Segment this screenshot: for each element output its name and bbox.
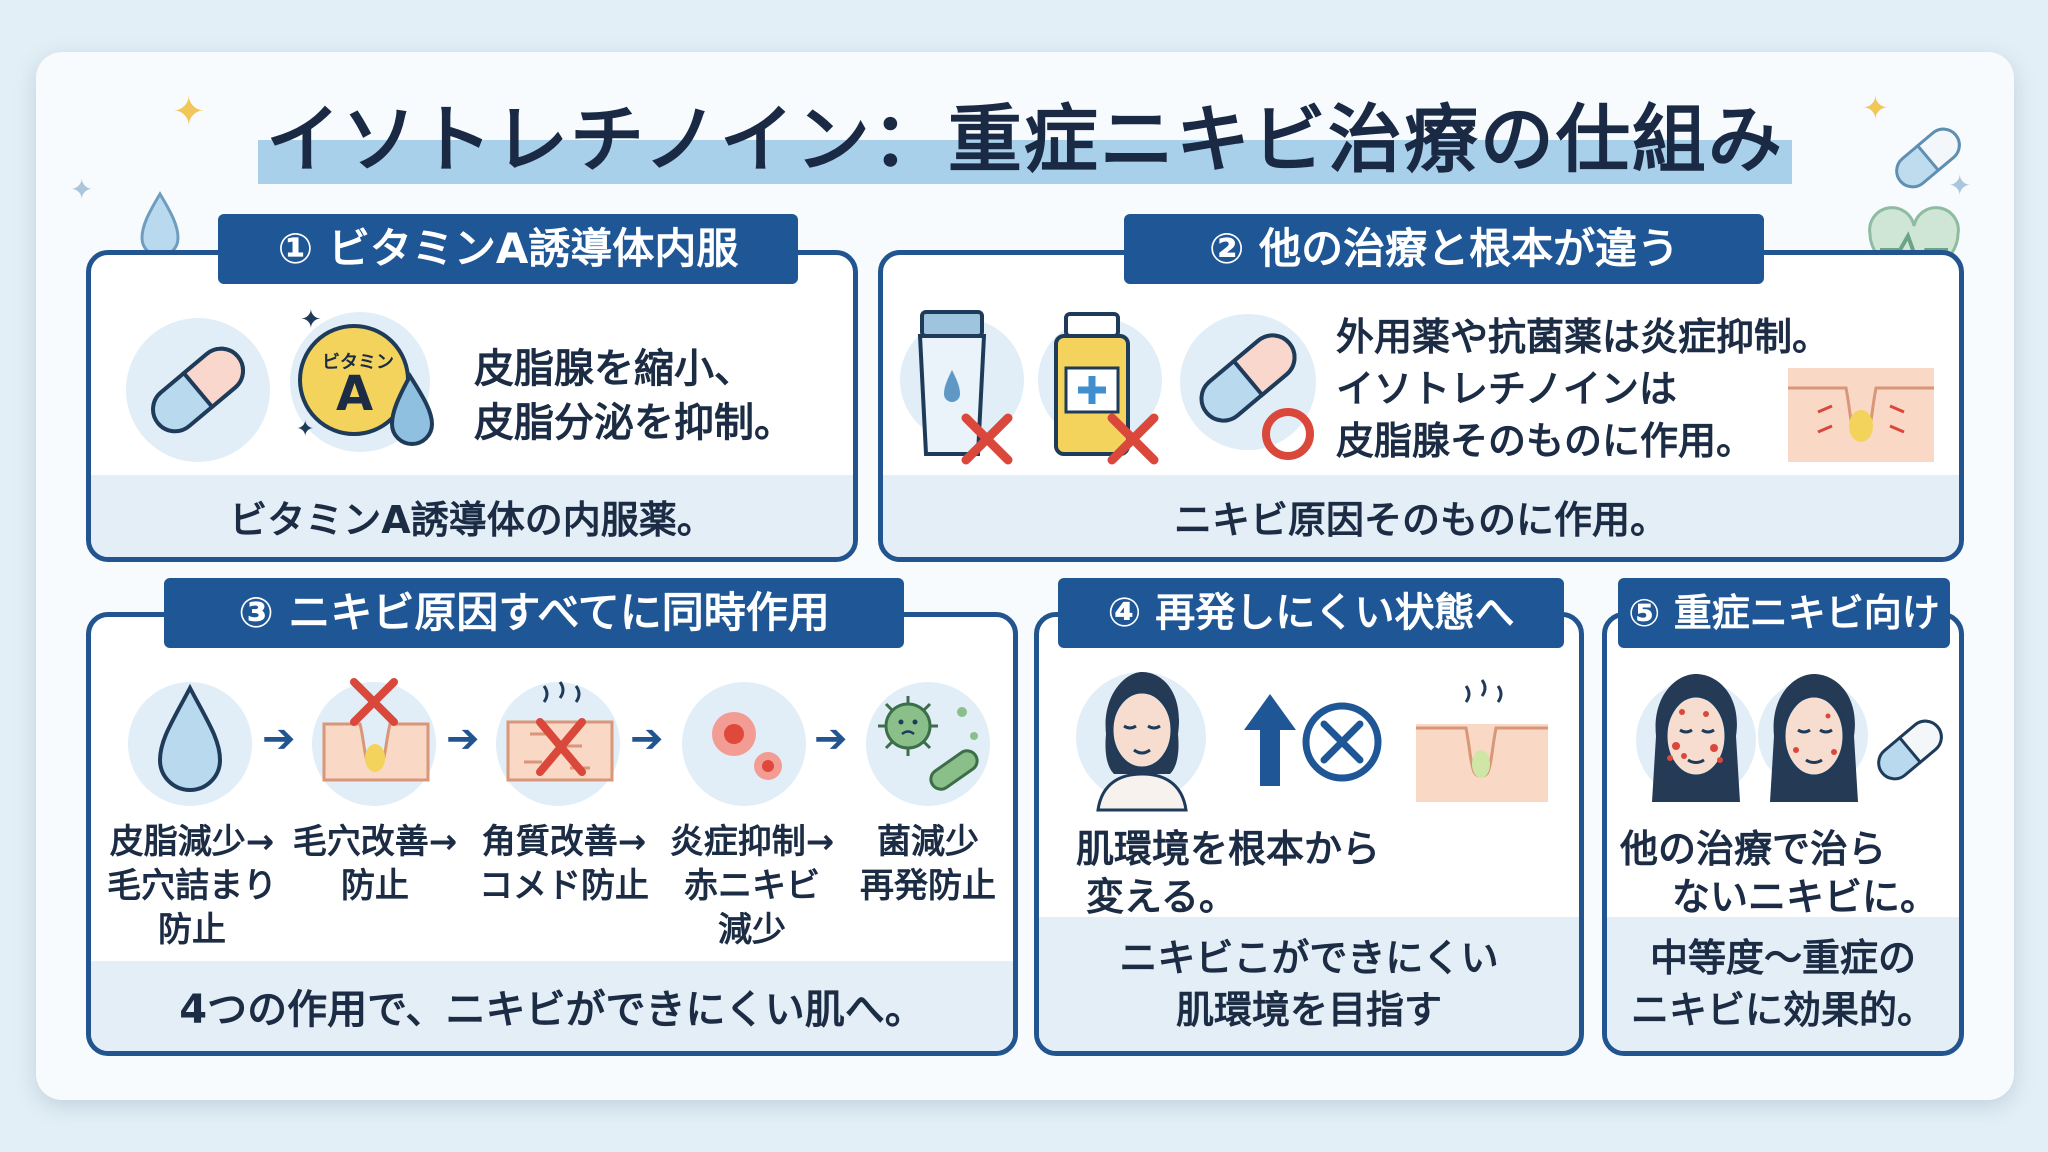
drop-icon xyxy=(157,683,223,792)
arrow-icon: ➔ xyxy=(814,716,848,762)
footer-text: 4つの作用で、ニキビができにくい肌へ。 xyxy=(179,987,925,1033)
face-icon xyxy=(1096,672,1188,812)
footer-text: 中等度～重症の xyxy=(1649,936,1916,980)
panel-text-line: イソトレチノインは xyxy=(1336,367,1677,411)
footer-text: ニキビに効果的。 xyxy=(1630,988,1935,1032)
panel-footer: 中等度～重症の ニキビに効果的。 xyxy=(1607,917,1959,1051)
footer-text: ニキビこができにくい xyxy=(1119,936,1499,980)
panel-text-line: ないニキビに。 xyxy=(1672,875,1939,919)
panel-text-line: 皮脂腺そのものに作用。 xyxy=(1336,419,1755,463)
panel-text-line: 肌環境を根本から xyxy=(1076,827,1381,871)
svg-text:✦: ✦ xyxy=(296,417,314,442)
panel-heading: ③ ニキビ原因すべてに同時作用 xyxy=(164,578,904,648)
panel-footer: 4つの作用で、ニキビができにくい肌へ。 xyxy=(91,961,1013,1051)
panel-text-line: 他の治療で治ら xyxy=(1620,827,1887,871)
footer-text: ニキビ原因そのものに作用。 xyxy=(1173,497,1668,542)
bacteria-icon xyxy=(878,696,979,791)
sparkle-icon: ✦ xyxy=(172,89,206,135)
capsule-icon xyxy=(1895,127,1961,189)
face-acne-icon xyxy=(1770,674,1858,802)
pore-icon xyxy=(1416,679,1548,802)
step-caption: 毛穴改善→ 防止 xyxy=(292,822,458,906)
vitamin-letter: A xyxy=(336,366,374,422)
capsule-icon xyxy=(1199,333,1314,460)
panel-heading: ② 他の治療と根本が違う xyxy=(1124,214,1764,284)
capsule-icon xyxy=(151,346,245,434)
step-caption: 炎症抑制→ 赤ニキビ 減少 xyxy=(669,822,835,950)
panel-footer: ニキビこができにくい 肌環境を目指す xyxy=(1039,917,1579,1051)
pore-icon xyxy=(1788,368,1934,462)
footer-text: ビタミンA誘導体の内服薬。 xyxy=(229,497,715,542)
arrow-icon: ➔ xyxy=(630,716,664,762)
panel-heading: ④ 再発しにくい状態へ xyxy=(1058,578,1564,648)
bottle-icon xyxy=(1054,312,1159,465)
svg-text:✦: ✦ xyxy=(300,305,322,335)
step-caption: 皮脂減少→ 毛穴詰まり 防止 xyxy=(107,822,277,950)
panel-footer: ビタミンA誘導体の内服薬。 xyxy=(91,475,853,557)
vitamin-label: ビタミン xyxy=(322,352,394,373)
panel-heading: ① ビタミンA誘導体内服 xyxy=(218,214,798,284)
footer-text: 肌環境を目指す xyxy=(1175,988,1442,1032)
panel-recurrence: ニキビこができにくい 肌環境を目指す xyxy=(1034,612,1584,1056)
panel-text-line: 皮脂分泌を抑制。 xyxy=(474,400,794,446)
panel-text-line: 外用薬や抗菌薬は炎症抑制。 xyxy=(1336,315,1831,359)
panel-text-line: 変える。 xyxy=(1086,875,1237,919)
page-title: イソトレチノイン：重症ニキビ治療の仕組み xyxy=(266,97,1784,183)
sparkle-icon: ✦ xyxy=(1862,89,1889,127)
arrow-icon: ➔ xyxy=(446,716,480,762)
sparkle-icon: ✦ xyxy=(70,173,94,206)
inflammation-icon xyxy=(712,712,782,780)
pore-icon xyxy=(322,678,430,782)
panel-text-line: 皮脂腺を縮小、 xyxy=(474,346,754,392)
arrow-up-icon xyxy=(1244,694,1296,786)
panel-difference: ニキビ原因そのものに作用。 xyxy=(878,250,1964,562)
title-highlight xyxy=(258,140,1792,184)
step-caption: 菌減少 再発防止 xyxy=(860,822,996,906)
pore-icon xyxy=(506,681,614,782)
tube-icon xyxy=(917,310,1013,465)
sparkle-icon: ✦ xyxy=(1948,169,1972,202)
panel-footer: ニキビ原因そのものに作用。 xyxy=(883,475,1959,557)
face-acne-icon xyxy=(1652,674,1740,802)
panel-heading: ⑤ 重症ニキビ向け xyxy=(1618,578,1950,648)
arrow-icon: ➔ xyxy=(262,716,296,762)
capsule-icon xyxy=(1877,719,1943,781)
panel-severe: 中等度～重症の ニキビに効果的。 xyxy=(1602,612,1964,1056)
prohibit-icon xyxy=(1302,702,1382,782)
vitamin-a-icon: ✦ ✦ xyxy=(296,305,435,446)
step-caption: 角質改善→ コメド防止 xyxy=(479,822,649,906)
